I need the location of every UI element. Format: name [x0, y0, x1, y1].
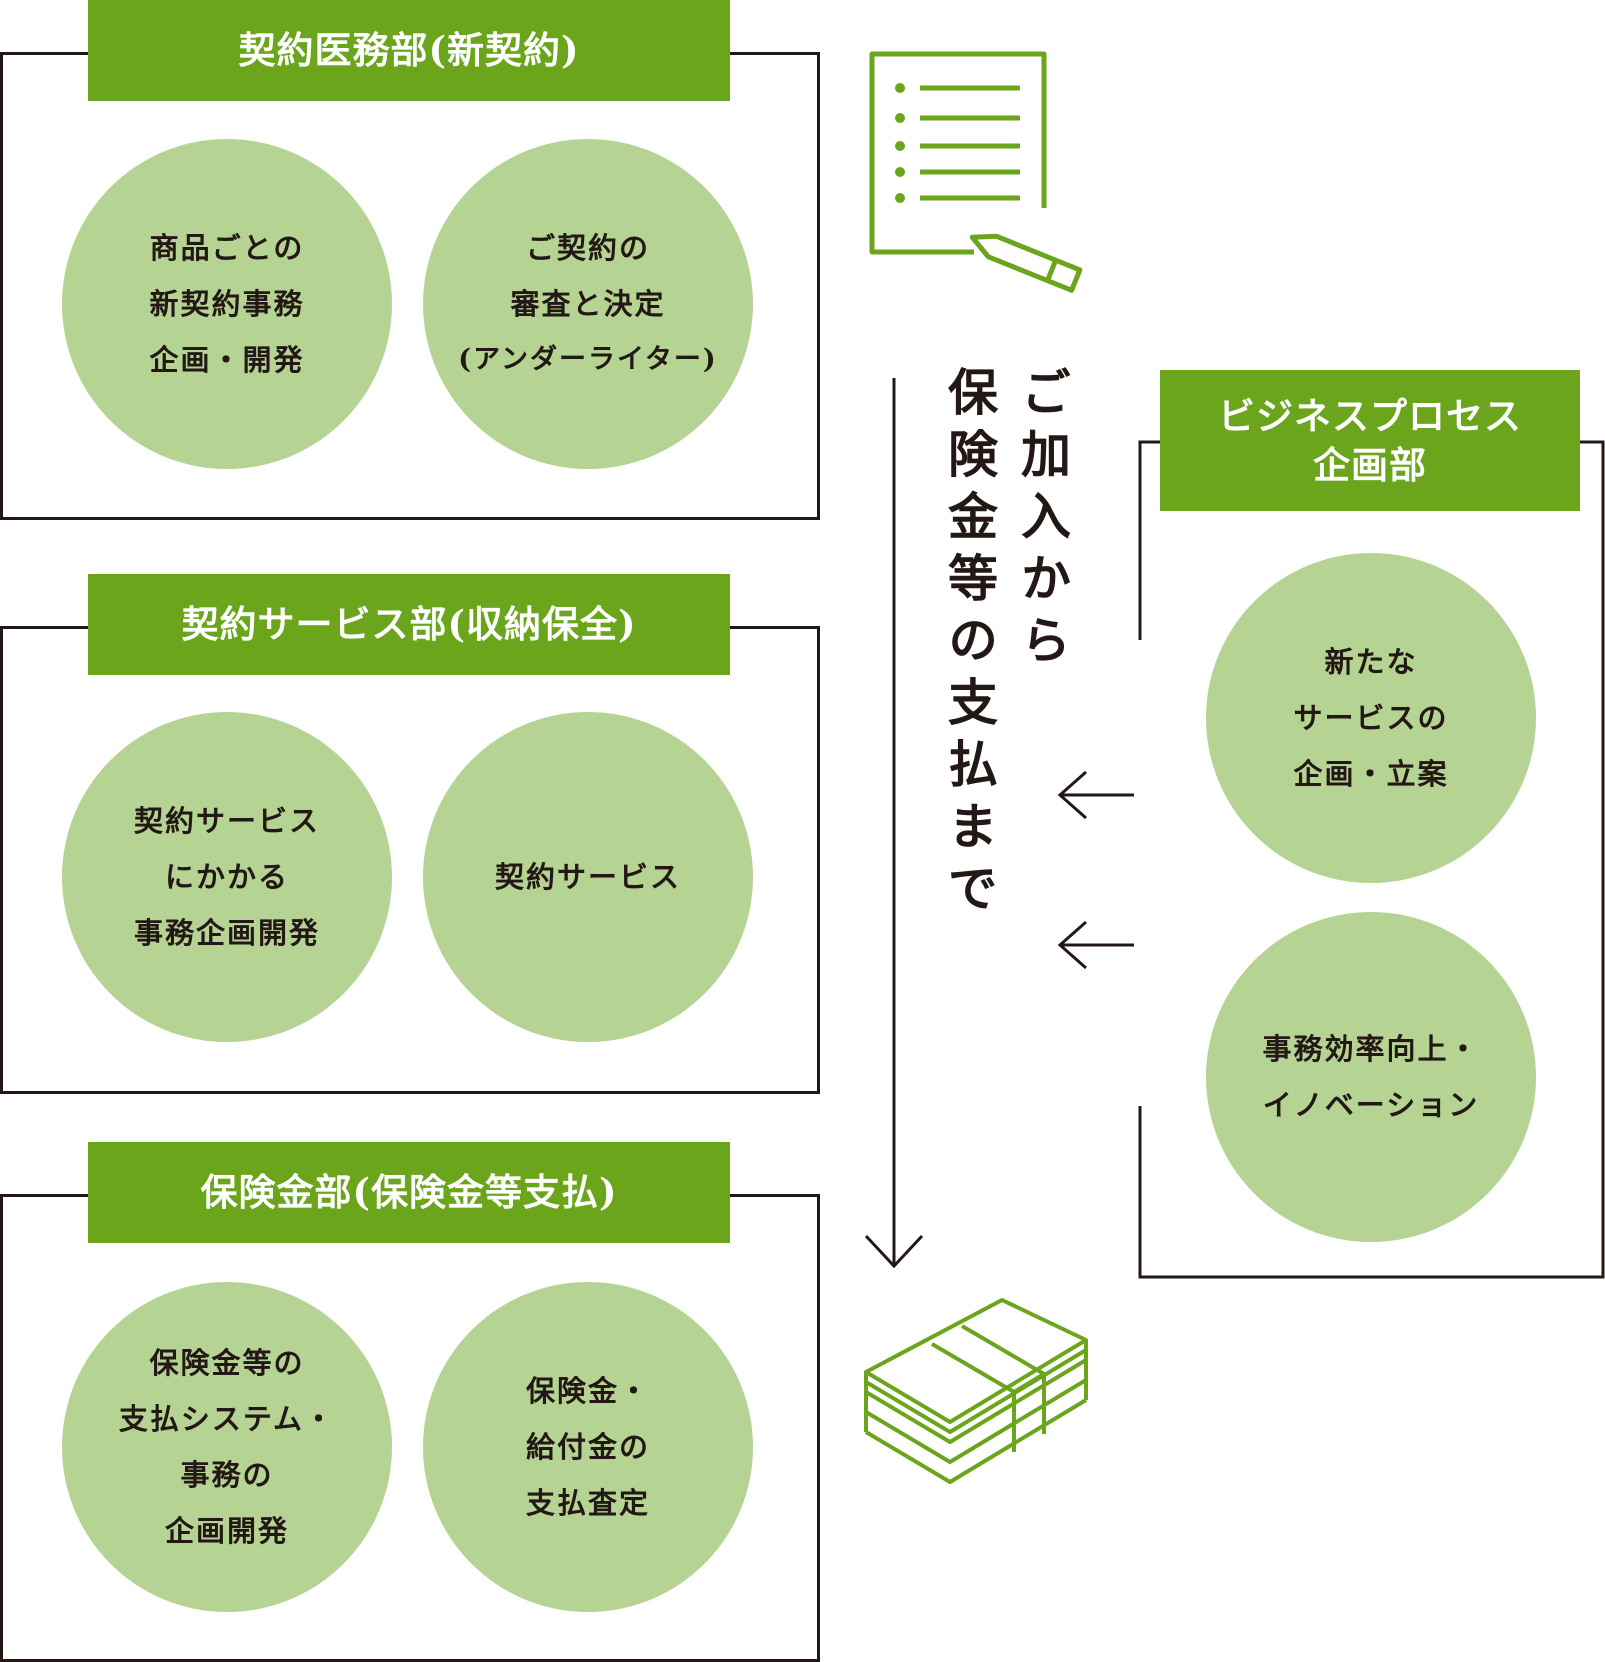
- circle-text: 給付金の: [525, 1430, 650, 1464]
- dept-header-business-process: ビジネスプロセス 企画部: [1160, 370, 1580, 511]
- circle-underwriting: ご契約の 審査と決定 (アンダーライター): [423, 139, 753, 469]
- circle-text: 新たな: [1324, 645, 1418, 679]
- flow-text-col2: 保険金等の支払まで: [940, 366, 999, 924]
- dept-header-contract-service: 契約サービス部(収納保全): [88, 574, 730, 675]
- circle-text: 新契約事務: [149, 287, 305, 321]
- circle-text: 企画・開発: [149, 343, 305, 377]
- circle-text: 事務企画開発: [133, 916, 320, 950]
- circle-text: (アンダーライター): [458, 344, 718, 375]
- dept-header-new-contract: 契約医務部(新契約): [88, 0, 730, 101]
- circle-payment-system: 保険金等の 支払システム・ 事務の 企画開発: [62, 1282, 392, 1612]
- bp-title-line1: ビジネスプロセス: [1218, 394, 1522, 439]
- flow-text-col1: ご加入から: [1013, 366, 1072, 676]
- circle-text: 支払査定: [525, 1486, 650, 1520]
- circle-text: 企画開発: [164, 1514, 289, 1548]
- circle-text: 保険金等の: [149, 1346, 305, 1380]
- dept-header-claims: 保険金部(保険金等支払): [88, 1142, 730, 1243]
- circle-text: 支払システム・: [118, 1402, 336, 1436]
- circle-text: 契約サービス: [133, 804, 320, 838]
- circle-text: 事務の: [180, 1458, 274, 1492]
- left-arrow-icon: [1057, 770, 1134, 820]
- circle-service-admin-dev: 契約サービス にかかる 事務企画開発: [62, 712, 392, 1042]
- money-stack-icon: [864, 1298, 1088, 1484]
- circle-contract-service: 契約サービス: [423, 712, 753, 1042]
- circle-text: ご契約の: [525, 231, 650, 265]
- document-pencil-icon: [869, 51, 1083, 293]
- circle-text: にかかる: [164, 860, 289, 894]
- circle-text: 企画・立案: [1293, 757, 1449, 791]
- circle-text: イノベーション: [1262, 1088, 1480, 1122]
- circle-new-service-planning: 新たな サービスの 企画・立案: [1206, 553, 1536, 883]
- circle-text: 保険金・: [525, 1374, 650, 1408]
- circle-text: 商品ごとの: [149, 231, 305, 265]
- circle-claims-assessment: 保険金・ 給付金の 支払査定: [423, 1282, 753, 1612]
- bp-title-line2: 企画部: [1313, 442, 1427, 487]
- circle-text: 契約サービス: [494, 860, 681, 894]
- circle-efficiency-innovation: 事務効率向上・ イノベーション: [1206, 912, 1536, 1242]
- circle-product-new-contract: 商品ごとの 新契約事務 企画・開発: [62, 139, 392, 469]
- down-arrow-icon: [864, 378, 924, 1269]
- circle-text: サービスの: [1293, 701, 1449, 735]
- circle-text: 事務効率向上・: [1262, 1032, 1480, 1066]
- left-arrow-icon: [1057, 920, 1134, 970]
- circle-text: 審査と決定: [510, 287, 666, 321]
